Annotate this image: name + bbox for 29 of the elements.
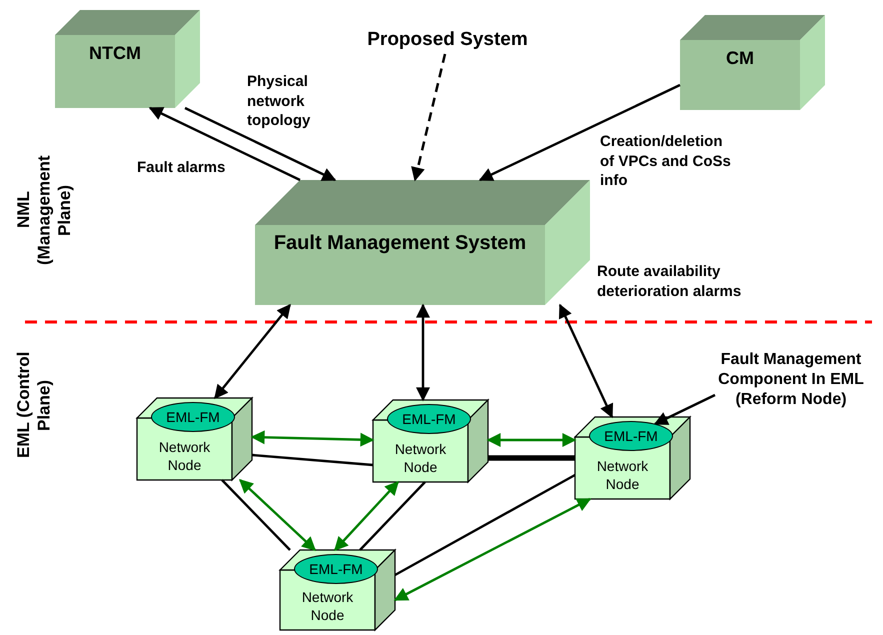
arrow	[416, 304, 430, 402]
connection-line	[359, 481, 426, 551]
arrow	[148, 106, 301, 182]
arrow	[558, 304, 614, 418]
connection-line	[252, 454, 374, 466]
connection-line	[221, 479, 291, 551]
arrow	[486, 433, 576, 447]
node-label: Network Node	[158, 439, 212, 474]
node-label: Network Node	[300, 589, 354, 624]
arrow	[411, 54, 446, 182]
arrow	[250, 430, 374, 447]
connection-line	[394, 474, 576, 576]
arrow	[654, 394, 716, 426]
node-label: Network Node	[596, 458, 650, 493]
arrow	[394, 498, 592, 602]
arrow	[478, 84, 681, 182]
node-label: Fault Management System	[274, 231, 526, 255]
arrow	[214, 304, 291, 400]
node-label: CM	[726, 48, 754, 70]
arrow	[334, 480, 399, 552]
annotation-text: Fault Management Component In EML (Reform Node)	[715, 350, 867, 410]
node-label: NTCM	[89, 43, 141, 65]
annotation-text: Proposed System	[350, 28, 545, 52]
arrow	[184, 106, 336, 182]
connection-line	[488, 455, 575, 461]
arrow	[238, 479, 316, 551]
plane-label: EML (Control Plane)	[14, 350, 54, 460]
plane-label: NML (Management Plane)	[14, 154, 75, 267]
node-label: Network Node	[394, 441, 448, 476]
